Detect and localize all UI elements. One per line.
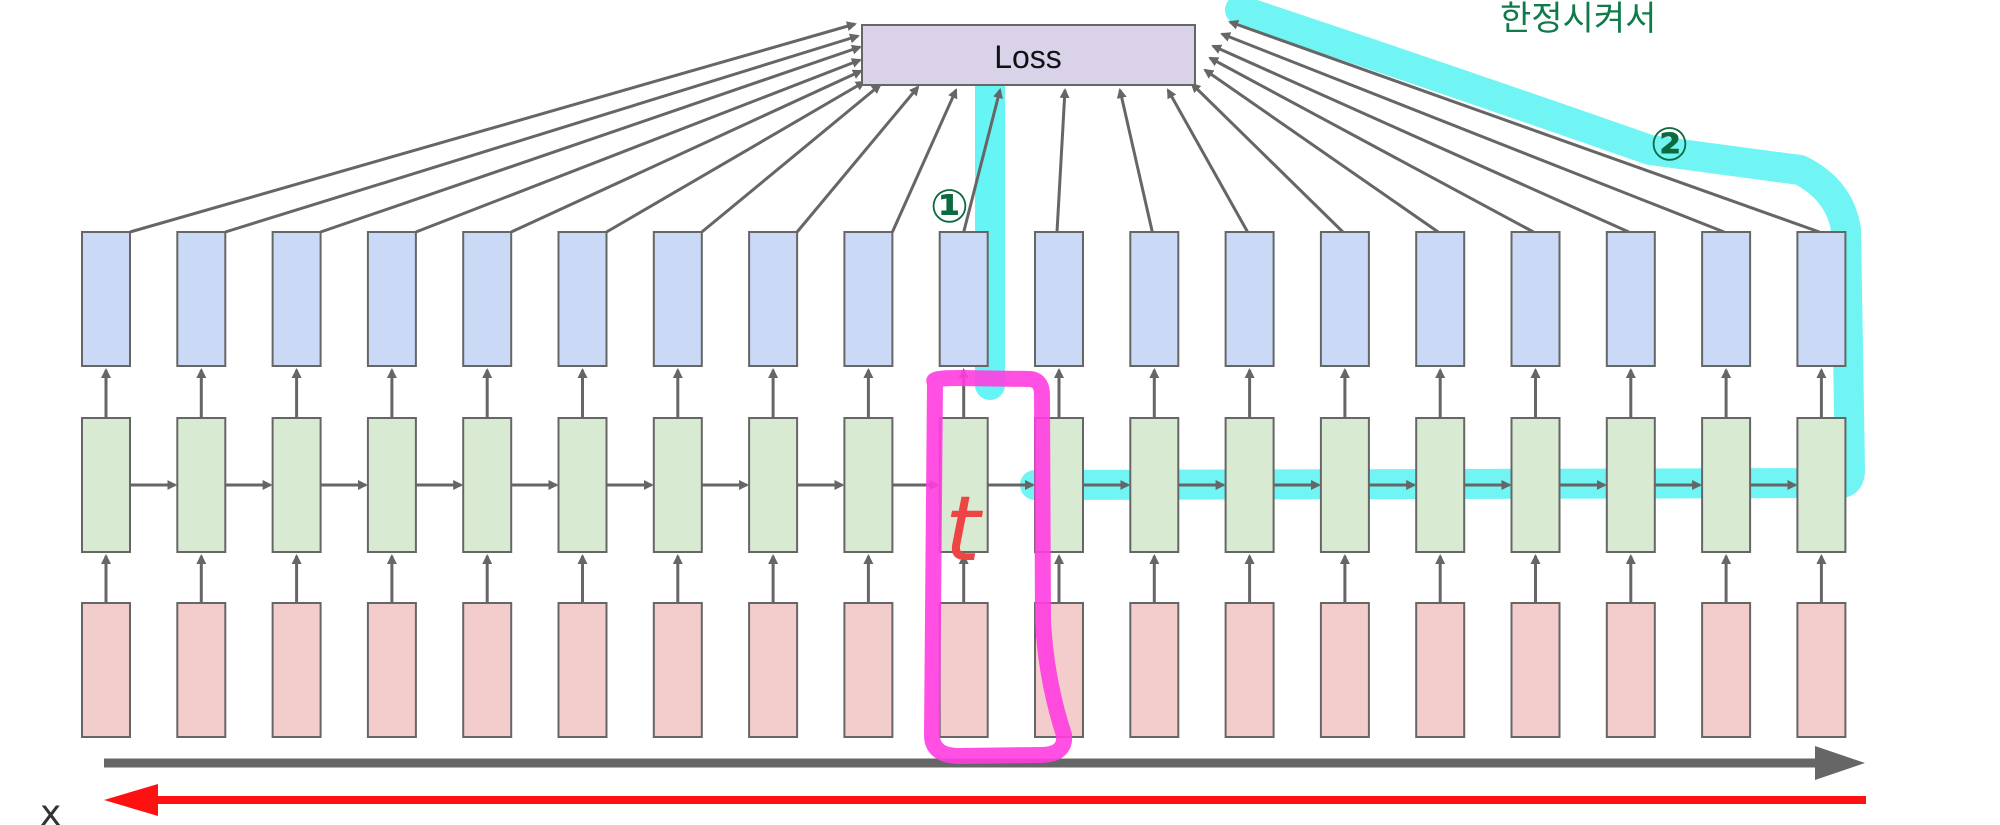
input-block — [1510, 602, 1561, 738]
output-to-loss-arrow — [510, 69, 863, 234]
path-1-label: ① — [930, 179, 969, 233]
output-block — [1129, 231, 1180, 367]
input-block — [652, 602, 703, 738]
output-block — [1319, 231, 1370, 367]
output-to-loss-arrow — [962, 88, 1003, 233]
output-block — [1796, 231, 1847, 367]
output-block — [176, 231, 227, 367]
input-block — [366, 602, 417, 738]
hidden-state-block — [1510, 417, 1561, 553]
hidden-state-block — [557, 417, 608, 553]
output-to-loss-arrow — [224, 33, 860, 234]
output-block — [938, 231, 989, 367]
output-block — [1034, 231, 1084, 367]
input-block — [81, 602, 131, 738]
input-block — [176, 602, 227, 738]
hidden-state-block — [1129, 417, 1180, 553]
hidden-state-block — [462, 417, 513, 553]
output-to-loss-arrow — [129, 21, 857, 234]
output-to-loss-arrow — [320, 44, 862, 234]
output-to-loss-arrow — [1190, 82, 1344, 234]
path-2-highlight — [1020, 0, 1865, 500]
input-block — [462, 602, 513, 738]
output-block — [557, 231, 608, 367]
input-block — [1605, 602, 1656, 738]
output-block — [1224, 231, 1275, 367]
output-block — [1701, 231, 1752, 367]
output-block — [1605, 231, 1656, 367]
loss-node: Loss — [861, 24, 1196, 86]
output-block — [271, 231, 322, 367]
hidden-state-block — [366, 417, 417, 553]
output-to-loss-arrow — [795, 85, 920, 233]
output-to-loss-arrow — [415, 58, 862, 234]
output-to-loss-arrow — [1220, 32, 1725, 234]
output-block — [1415, 231, 1466, 367]
input-block — [1129, 602, 1180, 738]
output-to-loss-arrow — [1166, 88, 1249, 233]
hidden-state-block — [1796, 417, 1847, 553]
output-to-loss-arrow — [1228, 19, 1820, 234]
input-block — [843, 602, 894, 738]
output-block — [652, 231, 703, 367]
output-to-loss-arrow — [1116, 88, 1154, 233]
input-block — [938, 602, 989, 738]
hidden-state-block — [271, 417, 322, 553]
output-to-loss-arrow — [1203, 68, 1440, 234]
output-to-loss-arrow — [1208, 56, 1535, 234]
path-2-label: ② — [1650, 117, 1689, 171]
hidden-state-block — [176, 417, 227, 553]
rnn-blocks — [81, 231, 1847, 738]
hidden-state-block — [652, 417, 703, 553]
output-block — [1510, 231, 1561, 367]
timestep-t-label: t — [945, 477, 984, 582]
loss-arrows — [129, 19, 1820, 234]
input-block — [1224, 602, 1275, 738]
input-block — [1415, 602, 1466, 738]
input-block — [748, 602, 799, 738]
output-block — [81, 231, 131, 367]
input-block — [1796, 602, 1847, 738]
hidden-state-block — [1701, 417, 1752, 553]
output-to-loss-arrow — [891, 88, 958, 233]
hidden-state-block — [1319, 417, 1370, 553]
hidden-state-block — [81, 417, 131, 553]
hidden-state-block — [843, 417, 894, 553]
input-block — [1319, 602, 1370, 738]
output-to-loss-arrow — [1055, 88, 1070, 233]
input-block — [271, 602, 322, 738]
hidden-state-block — [1605, 417, 1656, 553]
output-to-loss-arrow — [700, 83, 882, 234]
output-block — [462, 231, 513, 367]
input-block — [557, 602, 608, 738]
backward-time-arrow — [104, 784, 1866, 816]
output-to-loss-arrow — [1211, 44, 1630, 234]
output-block — [748, 231, 799, 367]
timestep-t-highlight — [924, 370, 1073, 764]
backprop-path-highlight — [975, 0, 1865, 500]
korean-note: 한정시켜서 — [1500, 0, 1656, 39]
input-block — [1701, 602, 1752, 738]
loss-label: Loss — [994, 39, 1062, 75]
output-block — [843, 231, 894, 367]
hidden-state-block — [1224, 417, 1275, 553]
x-mark: x — [40, 793, 61, 825]
output-block — [366, 231, 417, 367]
hidden-state-block — [748, 417, 799, 553]
hidden-state-block — [1415, 417, 1466, 553]
output-to-loss-arrow — [605, 80, 866, 234]
